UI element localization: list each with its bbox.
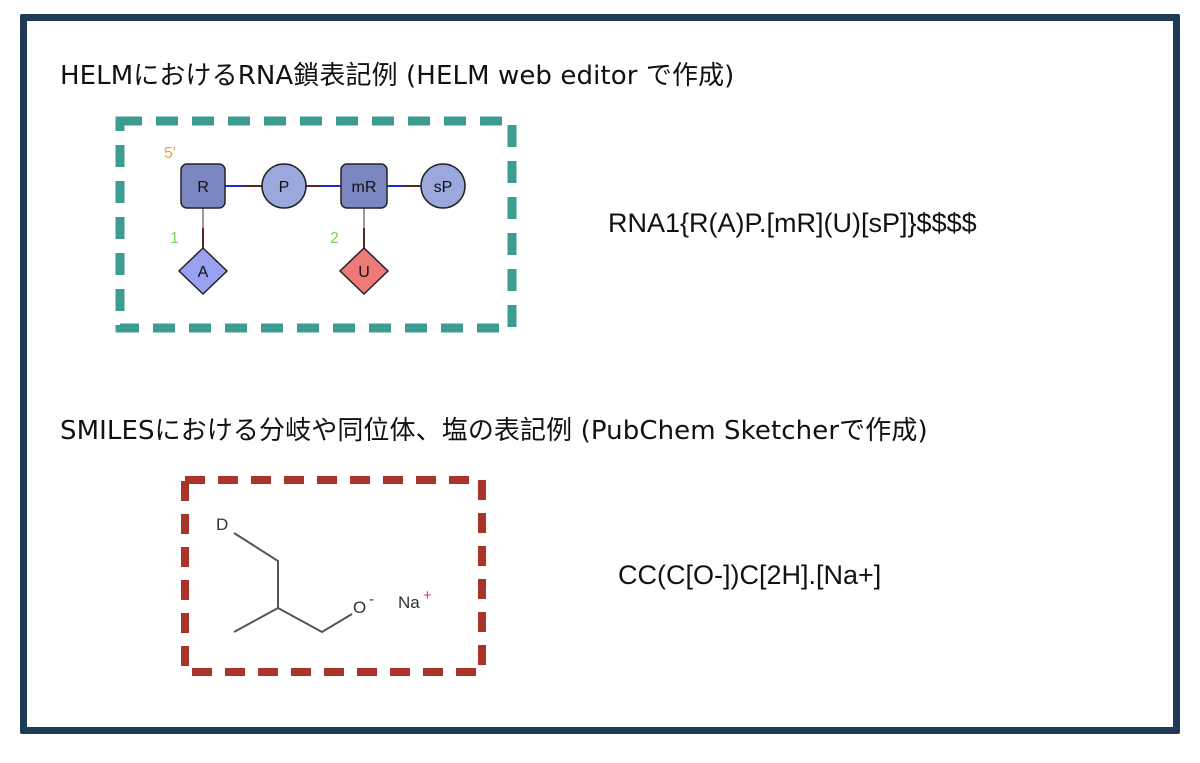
position-label-2: 2 (330, 230, 339, 247)
carbon-to-oxygen-chain (277, 607, 353, 634)
sodium-label: Na (398, 593, 420, 612)
sodium-charge-label: + (423, 587, 432, 604)
helm-dashed-box (115, 116, 517, 333)
node-sp-label: sP (434, 179, 453, 196)
helm-section-heading: HELMにおけるRNA鎖表記例 (HELM web editor で作成) (60, 61, 735, 91)
node-u-base (338, 246, 390, 296)
outer-frame (20, 14, 1180, 734)
smiles-section-heading: SMILESにおける分岐や同位体、塩の表記例 (PubChem Sketcher… (60, 416, 928, 446)
node-p-phosphate (261, 163, 307, 209)
node-a-base (177, 246, 229, 296)
node-mr-label: mR (352, 179, 377, 196)
skeletal-structure (233, 532, 353, 634)
node-r-sugar (180, 163, 226, 209)
node-r-label: R (197, 179, 209, 196)
helm-notation-string: RNA1{R(A)P.[mR](U)[sP]}$$$$ (608, 208, 977, 238)
node-a-label: A (198, 264, 209, 281)
node-u-label: U (358, 264, 370, 281)
node-p-label: P (279, 179, 290, 196)
oxygen-label: O (353, 598, 366, 617)
oxygen-charge-label: - (369, 591, 374, 608)
helm-branch-bonds (202, 208, 365, 250)
smiles-notation-string: CC(C[O-])C[2H].[Na+] (618, 560, 882, 590)
node-mr-sugar (340, 163, 388, 209)
position-label-1: 1 (170, 230, 179, 247)
carbon-chain (233, 532, 279, 633)
deuterium-label: D (216, 515, 228, 534)
smiles-dashed-box (181, 476, 486, 676)
node-sp-phosphate (420, 163, 466, 209)
five-prime-label: 5' (164, 145, 176, 162)
